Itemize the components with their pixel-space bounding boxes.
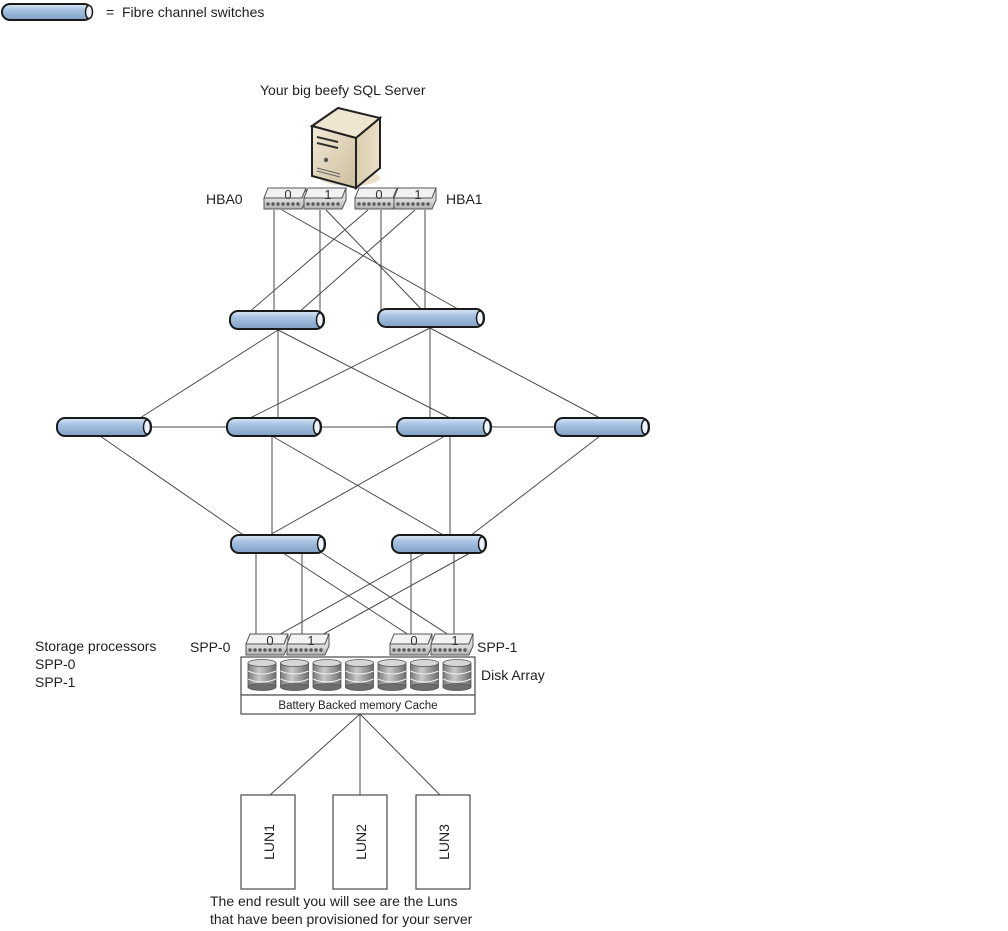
link-mid1-bot1 xyxy=(99,435,246,537)
link-hba0p1-sw-top-right xyxy=(325,209,426,314)
switch-middle-3 xyxy=(396,417,492,437)
link-bot1-spp1p1 xyxy=(321,552,453,638)
hba-ports: 0 1 0 1 xyxy=(263,187,437,210)
fibre-channel-switches xyxy=(56,308,650,554)
disk-icon xyxy=(280,659,309,691)
spp1-label: SPP-1 xyxy=(477,639,518,655)
legend-text: = Fibre channel switches xyxy=(106,4,264,20)
disk-icon xyxy=(377,659,407,691)
link-top1-mid1 xyxy=(139,329,279,419)
disk-icon xyxy=(312,659,342,691)
storage-note-spp0: SPP-0 xyxy=(35,656,76,672)
link-top2-mid4 xyxy=(429,327,601,419)
lun-box xyxy=(240,794,296,890)
lun-label: LUN3 xyxy=(436,824,452,860)
disk-icon xyxy=(247,659,277,691)
lun-box xyxy=(415,794,471,890)
link-mid3-bot1 xyxy=(267,435,446,537)
storage-note-spp1: SPP-1 xyxy=(35,674,76,690)
hba-port-hba0-0: 0 xyxy=(263,187,307,210)
link-hba1p0-sw-top-left xyxy=(247,209,369,314)
port-number: 0 xyxy=(266,633,273,648)
disk-array xyxy=(247,659,472,691)
spp-port-spp-0-1: 1 xyxy=(286,633,330,656)
disk-icon xyxy=(345,659,374,691)
spp0-label: SPP-0 xyxy=(190,639,231,655)
lun-box xyxy=(332,794,388,890)
switch-middle-2 xyxy=(226,417,322,437)
lun-2: LUN2 xyxy=(332,794,388,890)
cache-box xyxy=(240,694,476,715)
port-number: 1 xyxy=(324,187,331,202)
server-icon xyxy=(309,106,383,191)
link-mid2-bot2 xyxy=(271,435,446,537)
link-mid4-bot2 xyxy=(469,435,601,537)
server-title: Your big beefy SQL Server xyxy=(260,82,426,98)
hba-port-hba1-0: 0 xyxy=(354,187,398,210)
switch-bottom-1 xyxy=(230,534,326,554)
connections xyxy=(99,209,601,796)
cache-label: Battery Backed memory Cache xyxy=(278,700,437,712)
switch-top-2 xyxy=(377,308,485,328)
switch-bottom-2 xyxy=(391,534,487,554)
lun-3: LUN3 xyxy=(415,794,471,890)
link-bot1-spp1p0 xyxy=(282,552,413,638)
switch-middle-4 xyxy=(554,417,650,437)
hba0-label: HBA0 xyxy=(206,191,243,207)
lun-1: LUN1 xyxy=(240,794,296,890)
link-cache-lun1 xyxy=(269,713,361,796)
port-number: 1 xyxy=(451,633,458,648)
spp-port-spp-1-1: 1 xyxy=(430,633,474,656)
hba-port-hba1-1: 1 xyxy=(393,187,437,210)
link-bot2-spp0p1 xyxy=(317,552,471,638)
port-number: 0 xyxy=(284,187,291,202)
port-number: 0 xyxy=(375,187,382,202)
disk-icon xyxy=(410,659,439,691)
disk-array-label: Disk Array xyxy=(481,667,545,683)
link-hba0p0-sw-top-right xyxy=(281,209,466,314)
link-bot2-spp0p0 xyxy=(274,552,426,638)
lun-label: LUN1 xyxy=(261,824,277,860)
spp-port-spp-0-0: 0 xyxy=(245,633,289,656)
port-number: 1 xyxy=(414,187,421,202)
legend: = Fibre channel switches xyxy=(1,3,264,21)
spp-ports: 0 1 0 1 xyxy=(245,633,474,656)
hba1-label: HBA1 xyxy=(446,191,483,207)
link-cache-lun3 xyxy=(359,713,441,796)
lun-label: LUN2 xyxy=(353,824,369,860)
hba-port-hba0-1: 1 xyxy=(303,187,347,210)
port-number: 0 xyxy=(410,633,417,648)
storage-note-title: Storage processors xyxy=(35,638,156,654)
switch-middle-1 xyxy=(56,417,152,437)
caption-line-1: The end result you will see are the Luns xyxy=(210,893,457,909)
link-hba1p1-sw-top-left xyxy=(297,209,416,314)
caption-line-2: that have been provisioned for your serv… xyxy=(210,911,473,927)
link-top2-mid2 xyxy=(249,327,431,419)
disk-icon xyxy=(442,659,472,691)
link-top1-mid3 xyxy=(277,329,451,419)
switch-top-1 xyxy=(229,310,325,330)
legend-switch-icon xyxy=(1,3,94,21)
port-number: 1 xyxy=(307,633,314,648)
spp-port-spp-1-0: 0 xyxy=(389,633,433,656)
